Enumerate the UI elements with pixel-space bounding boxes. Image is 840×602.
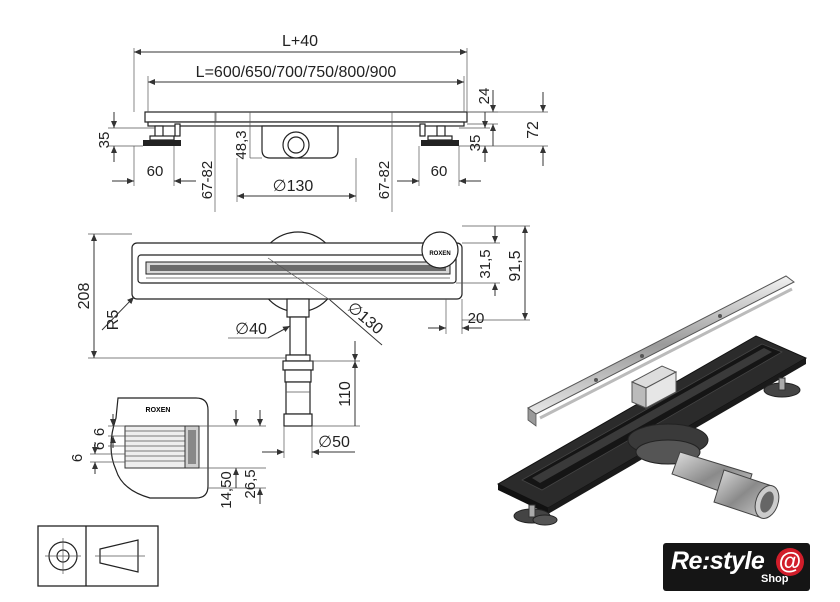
top-pipe	[285, 381, 311, 415]
shop-logo[interactable]: Re:style Shop @	[663, 543, 810, 591]
side-frame	[144, 111, 468, 123]
projection-symbol	[37, 525, 159, 587]
dim-radius: R5	[105, 310, 122, 331]
dim-width: 208	[76, 283, 93, 310]
dim-grate-offset: 31,5	[477, 249, 494, 278]
dim-detail-6c: 6	[69, 454, 86, 462]
left-foot	[143, 123, 181, 146]
dim-outlet-diameter: ∅40	[235, 321, 267, 338]
dim-total-height: 72	[525, 121, 542, 139]
dim-detail-1450: 14,50	[218, 471, 235, 509]
top-view: ROXEN 208 R5 ∅40 ∅130 31,5	[76, 225, 530, 458]
dim-foot-height-right: 35	[467, 135, 484, 152]
shop-logo-sub: Shop	[761, 573, 789, 585]
detail-view: ROXEN 6 6 6 14,50 26,5	[69, 397, 266, 509]
dim-body-height: 48,3	[233, 130, 250, 159]
detail-brand-mark: ROXEN	[146, 407, 171, 414]
dim-half-width: 91,5	[507, 250, 524, 281]
detail-insert	[124, 425, 186, 469]
dim-foot-width-right: 60	[431, 163, 448, 180]
dim-end-offset: 20	[468, 310, 485, 327]
dim-adjust-left: 67-82	[199, 161, 216, 199]
dim-detail-265: 26,5	[242, 469, 259, 498]
right-foot	[419, 123, 459, 146]
dim-frame-height: 24	[476, 88, 493, 105]
dim-detail-6a: 6	[91, 428, 108, 436]
dim-foot-width-left: 60	[147, 163, 164, 180]
dim-length-options: L=600/650/700/750/800/900	[196, 64, 397, 81]
dim-body-diameter: ∅130	[273, 178, 314, 195]
dim-pipe-diameter: ∅50	[318, 434, 350, 451]
dim-detail-6b: 6	[91, 442, 108, 450]
dim-flange-diameter: ∅130	[344, 299, 386, 338]
top-outlet	[286, 298, 310, 318]
dim-foot-height-left: 35	[96, 132, 113, 149]
dim-overall-length: L+40	[282, 33, 318, 50]
iso-view	[496, 275, 808, 526]
shop-at-icon: @	[776, 548, 804, 576]
dim-adjust-right: 67-82	[376, 161, 393, 199]
brand-circle	[421, 231, 459, 269]
iso-feet	[513, 377, 801, 526]
brand-mark: ROXEN	[429, 251, 450, 257]
shop-logo-text: Re:style	[671, 547, 765, 575]
side-view: L+40 L=600/650/700/750/800/900 24 72 35 …	[96, 33, 548, 212]
dim-pipe-length: 110	[337, 381, 354, 407]
